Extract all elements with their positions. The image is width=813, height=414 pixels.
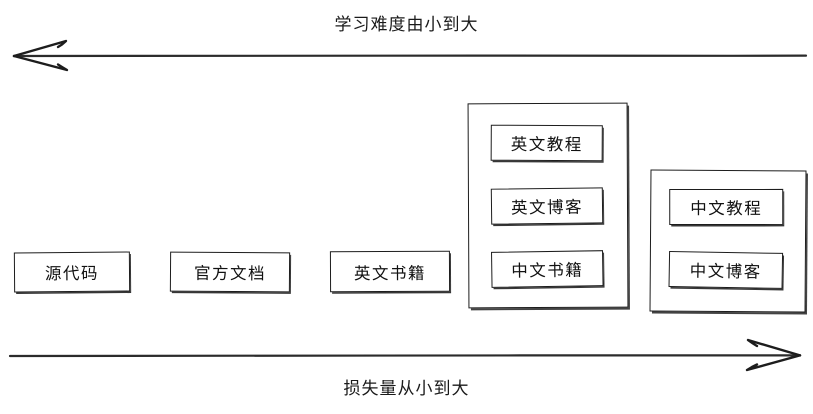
node-label: 官方文档 xyxy=(193,263,267,284)
group-chinese-resources: 中文教程 中文博客 xyxy=(649,169,807,313)
node-english-tutorial[interactable]: 英文教程 xyxy=(490,124,603,162)
node-official-docs[interactable]: 官方文档 xyxy=(169,251,291,293)
top-axis-arrow xyxy=(12,39,808,72)
node-label: 源代码 xyxy=(44,263,100,284)
node-label: 英文书籍 xyxy=(353,263,427,283)
node-label: 英文教程 xyxy=(510,134,583,155)
node-source-code[interactable]: 源代码 xyxy=(13,251,131,293)
node-label: 英文博客 xyxy=(510,197,584,218)
node-label: 中文博客 xyxy=(689,261,762,282)
node-chinese-tutorial[interactable]: 中文教程 xyxy=(669,188,784,226)
node-label: 中文书籍 xyxy=(511,260,584,281)
node-english-books[interactable]: 英文书籍 xyxy=(329,250,451,293)
group-english-resources: 英文教程 英文博客 中文书籍 xyxy=(467,102,629,309)
node-chinese-books[interactable]: 中文书籍 xyxy=(491,250,604,288)
bottom-axis-label: 损失量从小到大 xyxy=(343,379,470,399)
node-label: 中文教程 xyxy=(690,198,763,219)
bottom-axis-arrow xyxy=(8,338,802,372)
node-english-blog[interactable]: 英文博客 xyxy=(490,187,604,225)
top-axis-label: 学习难度由小到大 xyxy=(334,15,479,35)
node-chinese-blog[interactable]: 中文博客 xyxy=(668,251,784,289)
